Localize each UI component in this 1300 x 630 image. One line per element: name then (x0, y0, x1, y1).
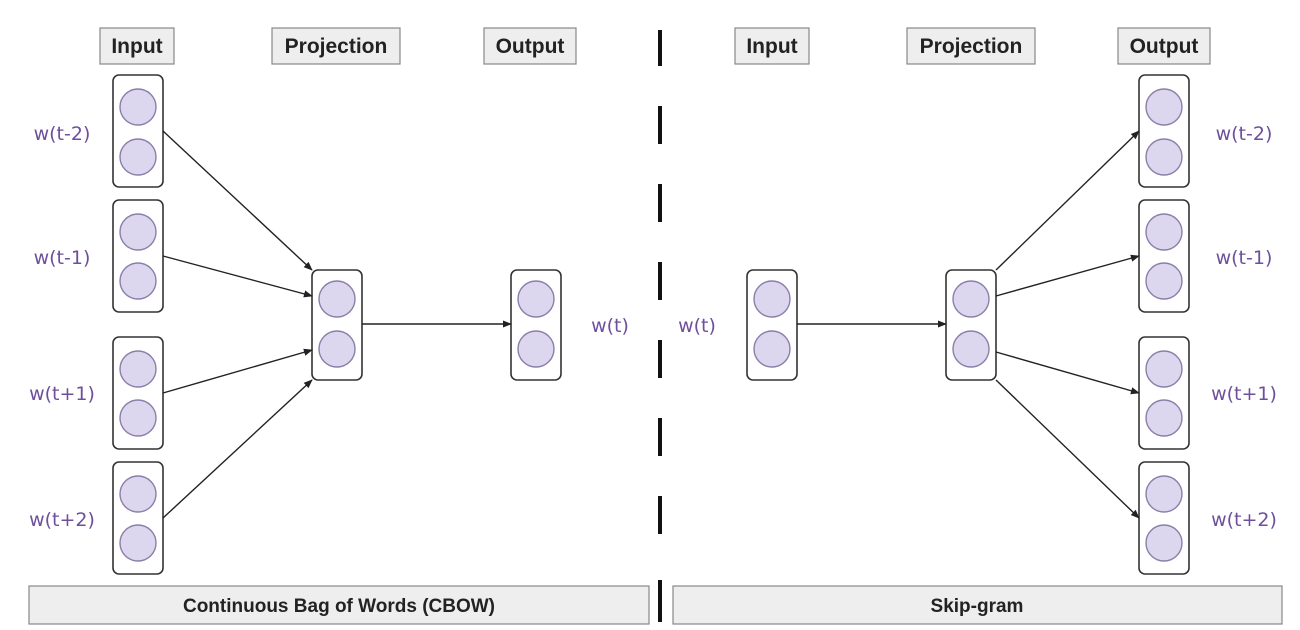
skipgram-context-word-label: w(t+1) (1211, 383, 1277, 405)
neuron (1145, 399, 1183, 437)
neuron (318, 280, 356, 318)
arrow (995, 130, 1140, 271)
skipgram-projection-unit (945, 269, 997, 381)
cbow-projection-header: Projection (271, 27, 401, 65)
skipgram-input-word-label: w(t) (678, 315, 716, 337)
neuron (119, 399, 157, 437)
cbow-input-unit (112, 199, 164, 313)
cbow-input-header-label: Input (111, 35, 162, 58)
neuron (753, 280, 791, 318)
neuron (119, 524, 157, 562)
cbow-panel: Input Projection Output w(t-2) w(t-1) (28, 27, 650, 625)
arrow (162, 379, 313, 519)
skipgram-output-unit (1138, 199, 1190, 313)
cbow-context-word-label: w(t+1) (29, 383, 95, 405)
skipgram-output-header-label: Output (1130, 35, 1199, 58)
skipgram-context-word-label: w(t-2) (1216, 123, 1273, 145)
cbow-projection-header-label: Projection (285, 35, 388, 58)
skipgram-caption: Skip-gram (672, 585, 1283, 625)
arrow (995, 254, 1140, 297)
cbow-output-unit (510, 269, 562, 381)
neuron (1145, 213, 1183, 251)
neuron (318, 330, 356, 368)
cbow-caption-label: Continuous Bag of Words (CBOW) (183, 596, 495, 617)
arrow (162, 255, 313, 298)
arrow (162, 348, 313, 394)
skipgram-output-unit (1138, 461, 1190, 575)
neuron (1145, 262, 1183, 300)
neuron (952, 330, 990, 368)
cbow-caption: Continuous Bag of Words (CBOW) (28, 585, 650, 625)
cbow-context-word-label: w(t+2) (29, 509, 95, 531)
cbow-target-word-label: w(t) (591, 315, 629, 337)
arrow (995, 379, 1140, 519)
neuron (952, 280, 990, 318)
neuron (119, 350, 157, 388)
neuron (1145, 475, 1183, 513)
skipgram-caption-label: Skip-gram (931, 596, 1024, 617)
neuron (119, 88, 157, 126)
neuron (517, 280, 555, 318)
cbow-projection-unit (311, 269, 363, 381)
skipgram-projection-header-label: Projection (920, 35, 1023, 58)
skipgram-projection-header: Projection (906, 27, 1036, 65)
skipgram-input-unit (746, 269, 798, 381)
cbow-output-header: Output (483, 27, 577, 65)
neuron (1145, 88, 1183, 126)
neuron (753, 330, 791, 368)
skipgram-output-unit (1138, 336, 1190, 450)
skipgram-input-header: Input (734, 27, 810, 65)
neuron (119, 213, 157, 251)
skipgram-panel: Input Projection Output w(t) w (672, 27, 1283, 625)
neuron (1145, 138, 1183, 176)
skipgram-context-word-label: w(t+2) (1211, 509, 1277, 531)
neuron (517, 330, 555, 368)
skipgram-context-word-label: w(t-1) (1216, 247, 1273, 269)
cbow-input-unit (112, 336, 164, 450)
neuron (119, 262, 157, 300)
cbow-output-header-label: Output (496, 35, 565, 58)
neuron (119, 138, 157, 176)
neuron (1145, 524, 1183, 562)
arrow (162, 130, 313, 271)
neuron (119, 475, 157, 513)
skipgram-output-unit (1138, 74, 1190, 188)
cbow-context-word-label: w(t-1) (34, 247, 91, 269)
neuron (1145, 350, 1183, 388)
skipgram-output-header: Output (1117, 27, 1211, 65)
skipgram-input-header-label: Input (746, 35, 797, 58)
cbow-input-unit (112, 461, 164, 575)
cbow-input-header: Input (99, 27, 175, 65)
arrow (995, 351, 1140, 395)
cbow-context-word-label: w(t-2) (34, 123, 91, 145)
cbow-input-unit (112, 74, 164, 188)
